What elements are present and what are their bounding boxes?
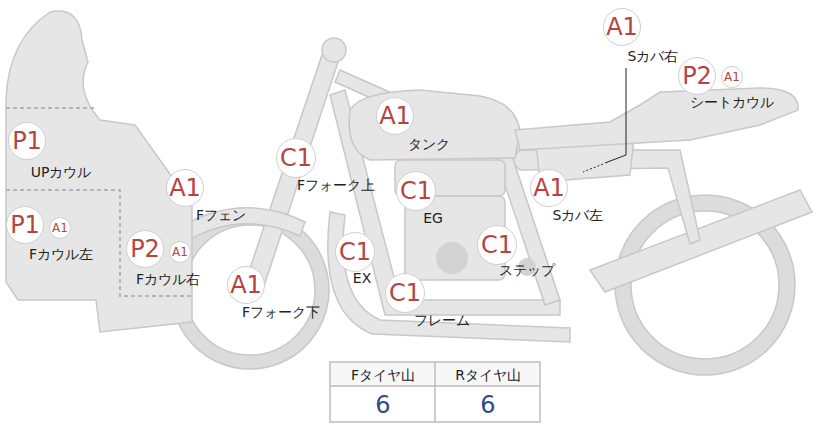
grade-code: C1	[389, 281, 421, 305]
grade-code: C1	[339, 240, 371, 264]
part-name: Fカウル右	[136, 272, 200, 287]
tire-table	[330, 362, 540, 422]
grade-code: P1	[10, 213, 40, 237]
grade-circle: C1EX	[335, 232, 375, 272]
grade-code: P2	[130, 237, 160, 261]
grade-circle: P2シートカウル	[678, 57, 716, 95]
grade-circle: P1Fカウル左	[6, 206, 44, 244]
grade-code: A1	[533, 176, 565, 200]
grade-code: A1	[230, 273, 262, 297]
grade-circle: A1タンク	[376, 97, 414, 135]
table-value: 6	[375, 393, 390, 417]
part-name: Fフェン	[196, 208, 246, 223]
grade-code: A1	[169, 176, 201, 200]
grade-circle: C1EG	[396, 171, 436, 211]
bike-body	[6, 11, 812, 375]
part-name: Sカバ右	[628, 49, 679, 64]
small-grade-circle: A1	[721, 66, 743, 88]
part-name: EX	[353, 271, 371, 286]
part-name: Fカウル左	[29, 247, 93, 262]
part-name: シートカウル	[690, 95, 774, 110]
grade-circle: C1フレーム	[385, 273, 425, 313]
grade-circle: A1Sカバ右	[603, 8, 641, 46]
grade-code: P1	[12, 129, 42, 153]
table-header: Rタイヤ山	[455, 368, 521, 382]
part-name: ステップ	[499, 263, 555, 278]
grade-circle: C1Fフォーク上	[276, 138, 316, 178]
part-name: タンク	[408, 137, 450, 152]
table-header: Fタイヤ山	[351, 368, 415, 382]
grade-code: A1	[52, 222, 68, 234]
panel-dividers	[6, 108, 192, 296]
grade-circle: C1ステップ	[477, 225, 517, 265]
grade-circle: P1UPカウル	[8, 122, 46, 160]
leader-line	[583, 68, 626, 172]
grade-code: C1	[280, 146, 312, 170]
small-grade-circle: A1	[49, 217, 71, 239]
grade-circle: A1Fフェン	[166, 169, 204, 207]
grade-code: P2	[682, 64, 712, 88]
part-name: UPカウル	[31, 165, 92, 180]
grade-circle: A1Fフォーク下	[227, 266, 265, 304]
grade-code: C1	[481, 233, 513, 257]
part-name: Fフォーク上	[297, 178, 375, 193]
grade-code: A1	[172, 246, 188, 258]
grade-circle: P2Fカウル右	[126, 230, 164, 268]
part-name: Fフォーク下	[242, 305, 320, 320]
grade-code: A1	[379, 104, 411, 128]
small-grade-circle: A1	[169, 241, 191, 263]
table-value: 6	[480, 393, 495, 417]
grade-code: A1	[606, 15, 638, 39]
part-name: Sカバ左	[553, 208, 604, 223]
grade-circle: A1Sカバ左	[530, 169, 568, 207]
part-name: EG	[423, 211, 443, 226]
grade-code: C1	[400, 179, 432, 203]
part-name: フレーム	[414, 313, 470, 328]
grade-code: A1	[724, 71, 740, 83]
